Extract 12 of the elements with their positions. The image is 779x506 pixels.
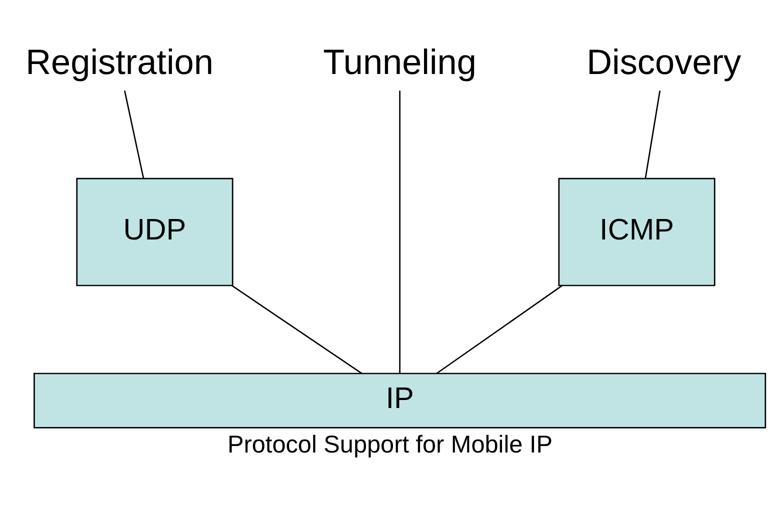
connector <box>436 285 562 374</box>
connector <box>644 90 660 178</box>
caption: Protocol Support for Mobile IP <box>227 432 552 459</box>
node-box: ICMP <box>558 178 715 286</box>
connector <box>123 90 144 179</box>
node-text: Registration <box>25 42 213 82</box>
connector <box>231 285 362 374</box>
node-text: Tunneling <box>322 42 476 82</box>
connector <box>398 90 400 374</box>
node-text: Discovery <box>586 42 741 82</box>
node-box: IP <box>33 372 766 428</box>
node-box: UDP <box>76 178 233 286</box>
